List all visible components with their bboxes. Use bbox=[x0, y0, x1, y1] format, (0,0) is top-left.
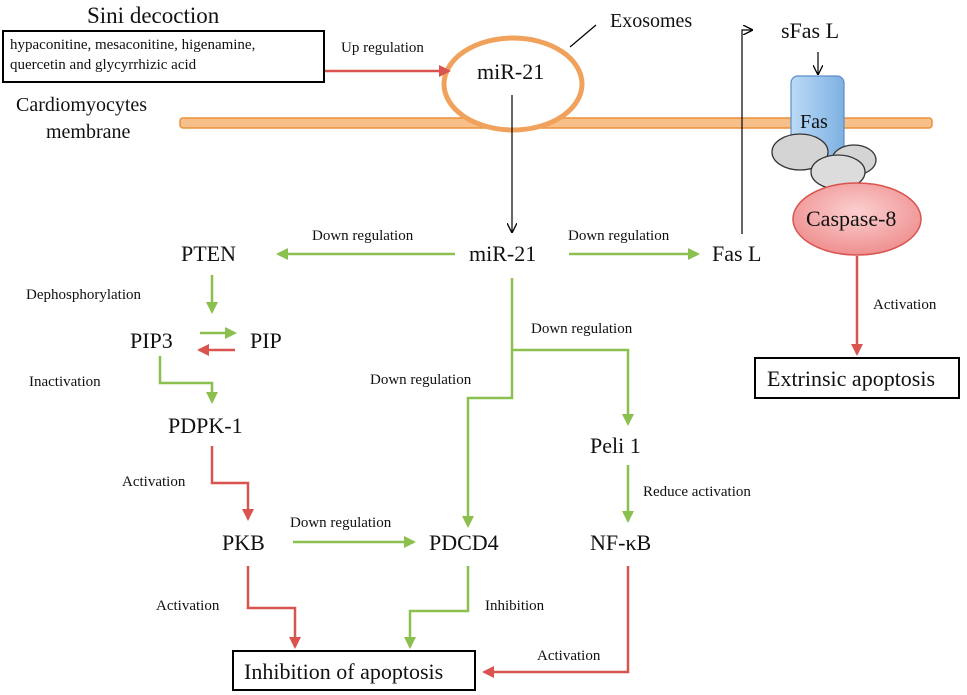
nfkb-inhibition-label: Activation bbox=[537, 648, 601, 664]
membrane-label-line2: membrane bbox=[46, 121, 131, 143]
compound-list-line2: quercetin and glycyrrhizic acid bbox=[10, 57, 197, 73]
dephosphorylation-label: Dephosphorylation bbox=[26, 287, 141, 303]
pdpk1-pkb-label: Activation bbox=[122, 474, 186, 490]
mir21-pten-label: Down regulation bbox=[312, 228, 414, 244]
pkb-inhibition-label: Activation bbox=[156, 598, 220, 614]
pkb-node: PKB bbox=[222, 530, 265, 555]
caspase-8-oval bbox=[792, 182, 922, 256]
sfasl-label: sFas L bbox=[781, 18, 840, 43]
pdpk1-node: PDPK-1 bbox=[168, 413, 243, 438]
caspase-activation-label: Activation bbox=[873, 297, 937, 313]
exosome-mir21-label: miR-21 bbox=[477, 59, 545, 84]
mir21-fasl-label: Down regulation bbox=[568, 228, 670, 244]
caspase-8-label: Caspase-8 bbox=[806, 206, 897, 231]
exosomes-label: Exosomes bbox=[610, 10, 693, 32]
pip-node: PIP bbox=[250, 328, 282, 353]
up-regulation-label: Up regulation bbox=[341, 40, 424, 56]
mir21-peli1-label: Down regulation bbox=[531, 321, 633, 337]
exosome-vesicle bbox=[441, 35, 585, 133]
pkb-pdcd4-label: Down regulation bbox=[290, 515, 392, 531]
sini-decoction-title: Sini decoction bbox=[87, 3, 220, 28]
pdcd4-node: PDCD4 bbox=[429, 530, 499, 555]
inactivation-label: Inactivation bbox=[29, 374, 101, 390]
mir21-pdcd4-label: Down regulation bbox=[370, 372, 472, 388]
nfkb-node: NF-κB bbox=[590, 530, 652, 555]
mir21-node: miR-21 bbox=[469, 241, 537, 266]
reduce-activation-label: Reduce activation bbox=[643, 484, 751, 500]
extrinsic-apoptosis-box bbox=[754, 357, 960, 399]
pdcd4-inhibition-label: Inhibition bbox=[485, 598, 545, 614]
peli1-node: Peli 1 bbox=[590, 433, 641, 458]
inhibition-of-apoptosis-box bbox=[232, 650, 476, 691]
compound-list-line1: hypaconitine, mesaconitine, higenamine, bbox=[10, 37, 256, 53]
membrane-label-line1: Cardiomyocytes bbox=[16, 94, 148, 116]
fas-label: Fas bbox=[800, 111, 828, 133]
inhibition-of-apoptosis-label: Inhibition of apoptosis bbox=[244, 659, 444, 684]
pip3-node: PIP3 bbox=[130, 328, 173, 353]
adaptor-oval bbox=[771, 133, 829, 171]
extrinsic-apoptosis-label: Extrinsic apoptosis bbox=[767, 366, 936, 391]
pten-node: PTEN bbox=[181, 241, 236, 266]
fasl-node: Fas L bbox=[712, 241, 762, 266]
compound-box bbox=[2, 30, 325, 83]
